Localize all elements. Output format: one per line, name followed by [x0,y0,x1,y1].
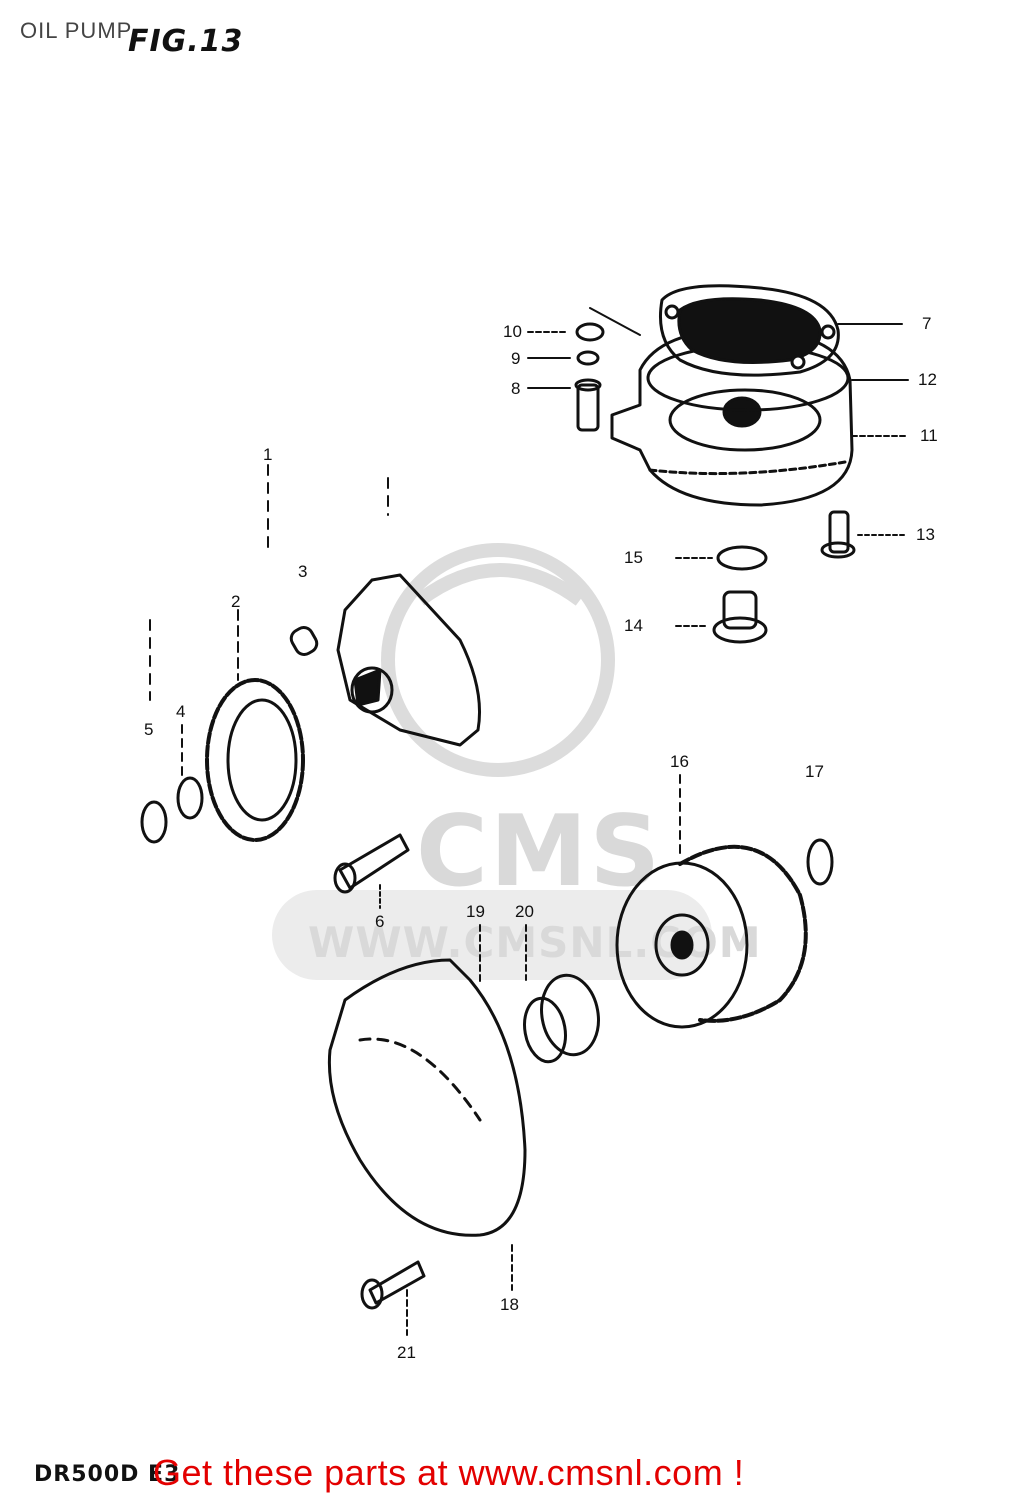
pump-cover-plate [658,284,840,377]
screw-6 [333,833,410,894]
bolt-13 [820,510,856,559]
pin [289,626,319,656]
callout-9: 9 [511,349,521,368]
callout-19: 19 [466,902,485,921]
callout-21: 21 [397,1343,416,1362]
watermark-logo: CMS [416,795,663,909]
screw-21 [360,1260,426,1310]
callout-17: 17 [805,762,824,781]
spring-washer [576,350,600,366]
watermark-banner [272,890,712,980]
thrust-washer [176,776,204,820]
cta-link[interactable]: Get these parts at www.cmsnl.com ! [153,1452,745,1493]
oil-filter [615,844,808,1029]
callout-3: 3 [298,562,308,581]
filter-o-ring [806,838,834,886]
callout-18: 18 [500,1295,519,1314]
pump-drive-gear [205,678,305,842]
callout-12: 12 [918,370,937,389]
oil-filter-cap [327,958,527,1237]
callout-16: 16 [670,752,689,771]
filter-spring [540,973,600,1057]
circlip [140,800,168,844]
callout-8: 8 [511,379,521,398]
figure-number: FIG.13 [128,24,244,59]
callout-20: 20 [515,902,534,921]
page-title: OIL PUMP [20,18,133,43]
callout-14: 14 [624,616,643,635]
callout-13: 13 [916,525,935,544]
washer [575,322,605,342]
watermark-mascot-head [381,543,615,777]
model-code: DR500D E3 [34,1462,181,1487]
oil-pump-body [336,573,482,747]
spring-seat [523,996,567,1064]
callout-15: 15 [624,548,643,567]
callout-4: 4 [176,702,186,721]
callout-11: 11 [920,426,938,445]
callout-2: 2 [231,592,241,611]
callout-5: 5 [144,720,154,739]
callout-7: 7 [922,314,932,333]
gasket [716,545,768,571]
callout-10: 10 [503,322,522,341]
callout-1: 1 [263,445,273,464]
callout-6: 6 [375,912,385,931]
washer-leader-line [589,307,641,336]
watermark-mascot-cap [415,563,585,606]
drain-plug [712,590,768,644]
screw-8 [574,378,602,432]
leader-lines [149,323,909,1336]
